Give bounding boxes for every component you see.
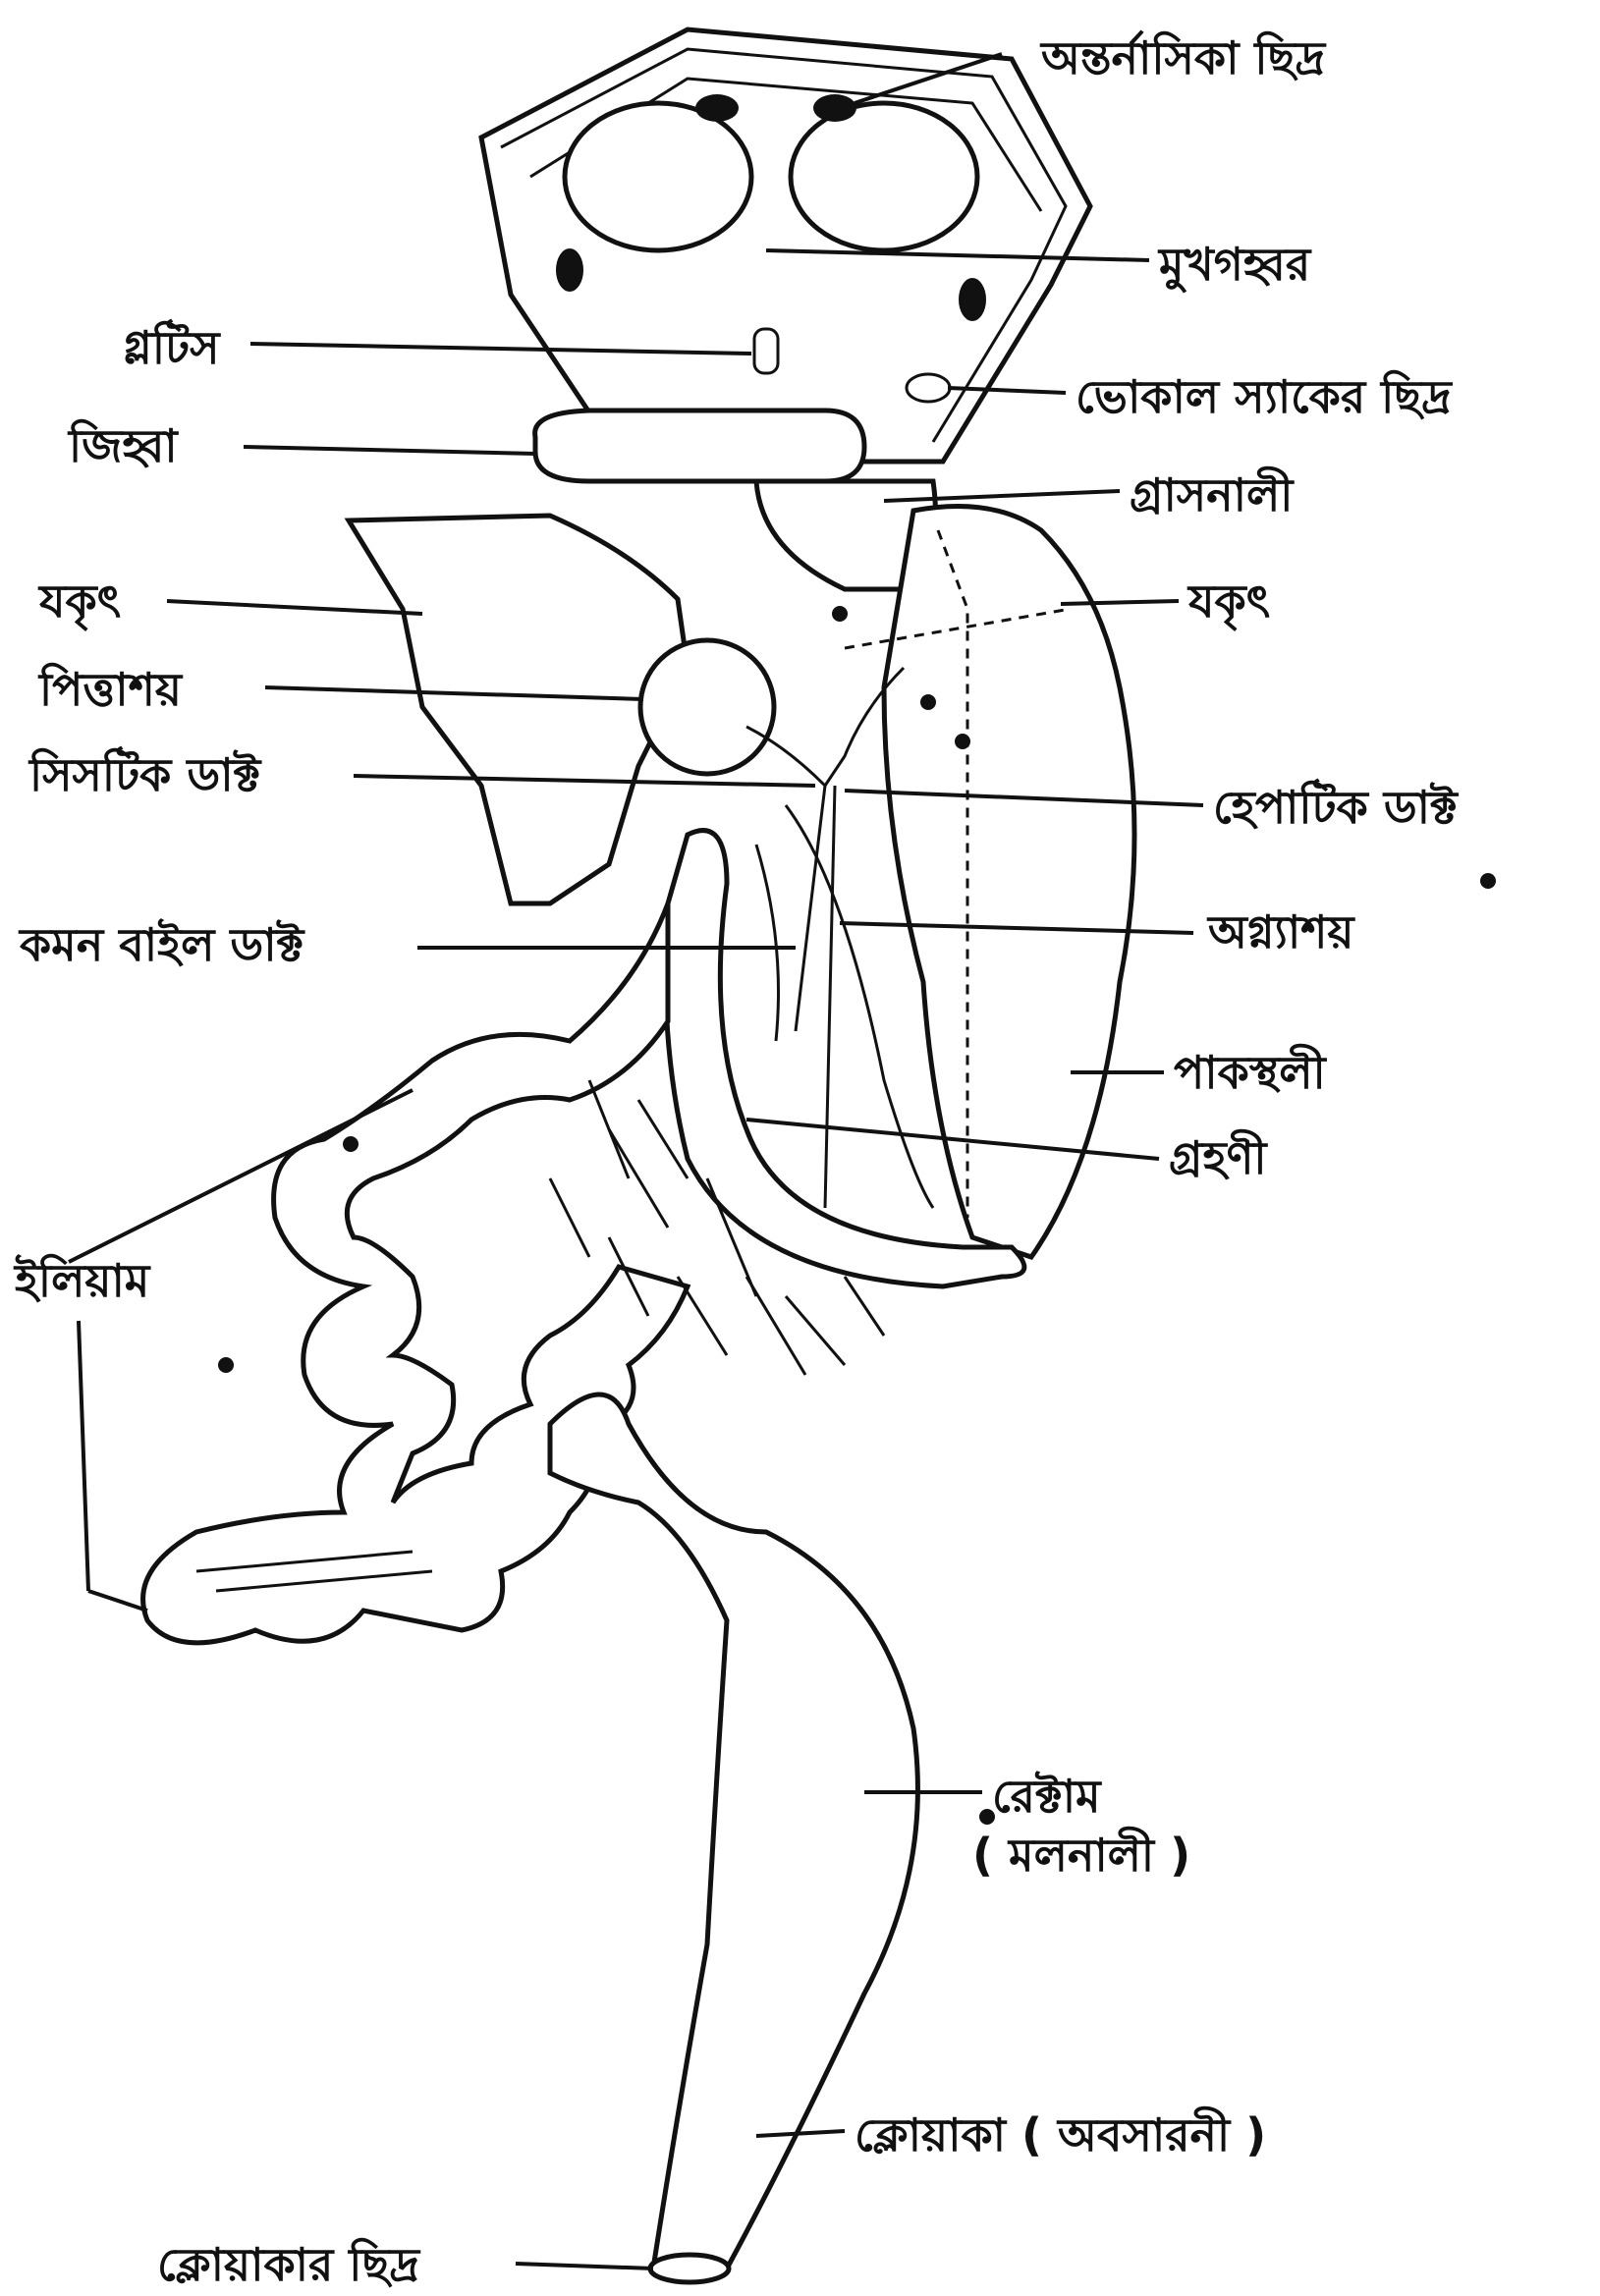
label-cloaca: ক্লোয়াকা ( অবসারনী )	[855, 2105, 1266, 2161]
label-oesophagus: গ্রাসনালী	[1130, 465, 1295, 521]
label-rectum-alt: ( মলনালী )	[972, 1826, 1190, 1882]
label-buccal-cavity: মুখগহ্বর	[1157, 238, 1312, 293]
label-common-bile-duct: কমন বাইল ডাক্ট	[18, 918, 306, 971]
cloacal-aperture	[650, 2255, 729, 2282]
label-rectum: রেক্টাম	[992, 1770, 1102, 1823]
left-eustachian-opening	[556, 248, 583, 292]
label-vocal-sac-opening: ভোকাল স্যাকের ছিদ্র	[1076, 369, 1453, 423]
tongue	[535, 410, 864, 481]
dot	[955, 734, 970, 749]
label-internal-nostril: অন্তর্নাসিকা ছিদ্র	[1039, 30, 1326, 84]
right-internal-nostril	[813, 94, 856, 122]
ileum	[143, 903, 688, 1643]
label-gall-bladder: পিত্তাশয়	[37, 662, 184, 716]
head-outline	[481, 29, 1090, 462]
left-internal-nostril	[695, 94, 739, 122]
dot	[218, 1357, 234, 1373]
label-pancreas: অগ্ন্যাশয়	[1206, 905, 1355, 958]
label-tongue: জিহ্বা	[67, 418, 179, 472]
right-eyeball	[791, 103, 977, 250]
common-bile-duct	[796, 786, 835, 1208]
label-hepatic-duct: হেপাটিক ডাক্ট	[1213, 778, 1460, 834]
dot	[832, 606, 848, 622]
label-cystic-duct: সিসটিক ডাক্ট	[28, 745, 263, 801]
label-cloacal-aperture: ক্লোয়াকার ছিদ্র	[157, 2237, 420, 2291]
label-duodenum: গ্রহণী	[1169, 1128, 1268, 1184]
label-stomach: পাকস্থলী	[1174, 1043, 1327, 1099]
label-glottis: গ্লটিস	[123, 318, 221, 374]
dot	[920, 694, 936, 710]
right-eustachian-opening	[959, 278, 986, 321]
dot	[1480, 873, 1496, 889]
label-ileum: ইলিয়াম	[13, 1253, 151, 1307]
label-liver-left: যকৃৎ	[37, 574, 121, 632]
dot	[343, 1136, 359, 1152]
label-liver-right: যকৃৎ	[1186, 574, 1270, 632]
liver-left-lobe	[349, 516, 688, 903]
gall-bladder	[640, 640, 774, 774]
left-eyeball	[565, 103, 751, 250]
